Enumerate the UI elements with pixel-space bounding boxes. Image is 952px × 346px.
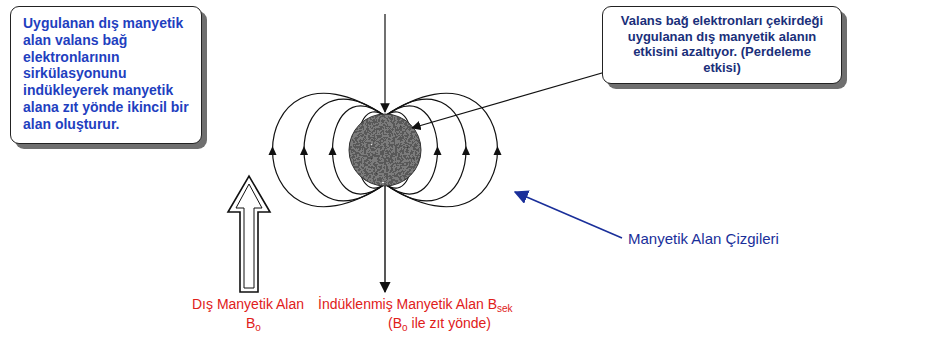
field-arrowhead [329,146,337,155]
axis-label: İndüklenmiş Manyetik Alan Bsek [318,296,513,314]
subscript: o [402,322,408,333]
subscript: o [255,322,261,333]
note-label: ile zıt yönde) [412,315,491,331]
axis-label: Dış Manyetik Alan [192,296,304,312]
symbol-label: B [246,315,255,331]
callout-box: Valans bağ elektronları çekirdeği uygula… [602,6,842,84]
subscript: sek [497,303,513,314]
callout-text: Uygulanan dış manyetik alan valans bağ e… [23,15,191,133]
note-label: (B [388,315,402,331]
field-arrowhead [269,146,277,155]
field-arrowhead [462,146,470,155]
symbol-label: Bo [246,315,261,333]
figure-label: Manyetik Alan Çizgileri [628,230,779,247]
note-label: (Bo ile zıt yönde) [388,315,491,333]
callout-text: Valans bağ elektronları çekirdeği uygula… [613,13,831,75]
field-arrowhead [494,146,502,155]
axis-label: Dış Manyetik Alan [192,296,304,312]
callout-box: Uygulanan dış manyetik alan valans bağ e… [10,6,202,144]
field-arrowhead [434,146,442,155]
field-arrowhead [300,146,308,155]
axis-label: İndüklenmiş Manyetik Alan B [318,296,497,312]
figure-label: Manyetik Alan Çizgileri [628,230,779,247]
